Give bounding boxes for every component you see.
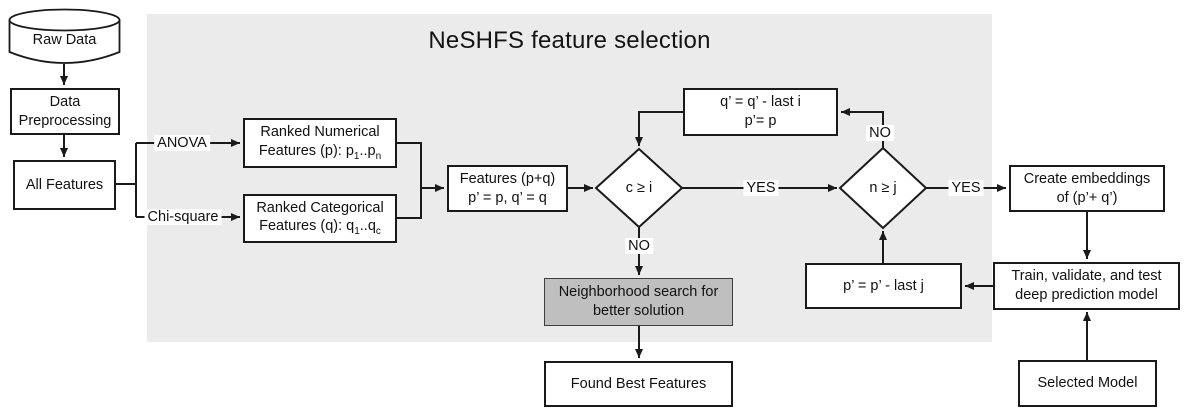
connector-brackets xyxy=(116,142,422,219)
node-selected-model: Selected Model xyxy=(1018,360,1157,407)
edge-label-anova: ANOVA xyxy=(154,135,210,151)
node-line: of (p’+ q’) xyxy=(1056,189,1118,206)
node-line: Ranked Categorical xyxy=(256,199,384,216)
node-create-embeddings: Create embeddings of (p’+ q’) xyxy=(1009,165,1165,212)
node-line: deep prediction model xyxy=(1015,287,1158,303)
edge-label-yes-n: YES xyxy=(948,180,984,196)
node-line: Ranked Numerical xyxy=(260,124,380,141)
node-line: Features (p+q) xyxy=(459,170,556,187)
decision-n-label: n ≥ j xyxy=(869,180,897,196)
database-cylinder-icon xyxy=(8,20,121,64)
node-line: Features (p): p1..pn xyxy=(258,142,382,162)
node-raw-data: Raw Data xyxy=(32,32,97,48)
node-line: Create embeddings xyxy=(1023,170,1151,187)
diagram-title: NeSHFS feature selection xyxy=(428,27,711,54)
node-all-features: All Features xyxy=(13,160,116,210)
node-ranked-categorical: Ranked Categorical Features (q): q1..qc xyxy=(243,194,397,243)
decision-n-diamond xyxy=(838,146,928,230)
node-ranked-numerical: Ranked Numerical Features (p): p1..pn xyxy=(243,118,397,168)
node-line: Preprocessing xyxy=(18,112,112,129)
node-data-preprocessing: Data Preprocessing xyxy=(10,88,120,135)
node-line: Neighborhood search for xyxy=(558,284,719,301)
node-line: Found Best Features xyxy=(570,375,707,392)
node-line: All Features xyxy=(25,176,104,193)
decision-c-diamond xyxy=(594,147,684,229)
database-cylinder-top xyxy=(8,8,121,32)
node-features-pq: Features (p+q) p’ = p, q’ = q xyxy=(447,165,568,212)
node-line: q’ = q’ - last i xyxy=(720,94,801,111)
node-train-model: Train, validate, and test deep predictio… xyxy=(993,262,1180,310)
node-line: Train, validate, and test xyxy=(1011,268,1162,285)
node-line: Data xyxy=(49,93,81,110)
node-line: p’= p xyxy=(744,113,777,129)
node-line: Features (q): q1..qc xyxy=(259,218,381,238)
arrow-qupdate-to-decision-c xyxy=(635,111,683,146)
node-line: p’ = p, q’ = q xyxy=(468,189,547,206)
node-line: better solution xyxy=(592,303,685,319)
node-line: Selected Model xyxy=(1037,375,1138,392)
node-q-update: q’ = q’ - last i p’= p xyxy=(683,88,838,136)
node-found-best-features: Found Best Features xyxy=(544,361,733,407)
edge-label-yes-c: YES xyxy=(743,180,779,196)
node-neighborhood-search: Neighborhood search for better solution xyxy=(544,278,733,326)
node-p-update: p’ = p’ - last j xyxy=(805,263,962,309)
edge-label-no-n: NO xyxy=(866,125,894,141)
edge-label-no-c: NO xyxy=(625,238,653,254)
node-line: p’ = p’ - last j xyxy=(843,277,924,294)
edge-label-chi-square: Chi-square xyxy=(144,209,222,225)
decision-c-label: c ≥ i xyxy=(625,180,653,196)
